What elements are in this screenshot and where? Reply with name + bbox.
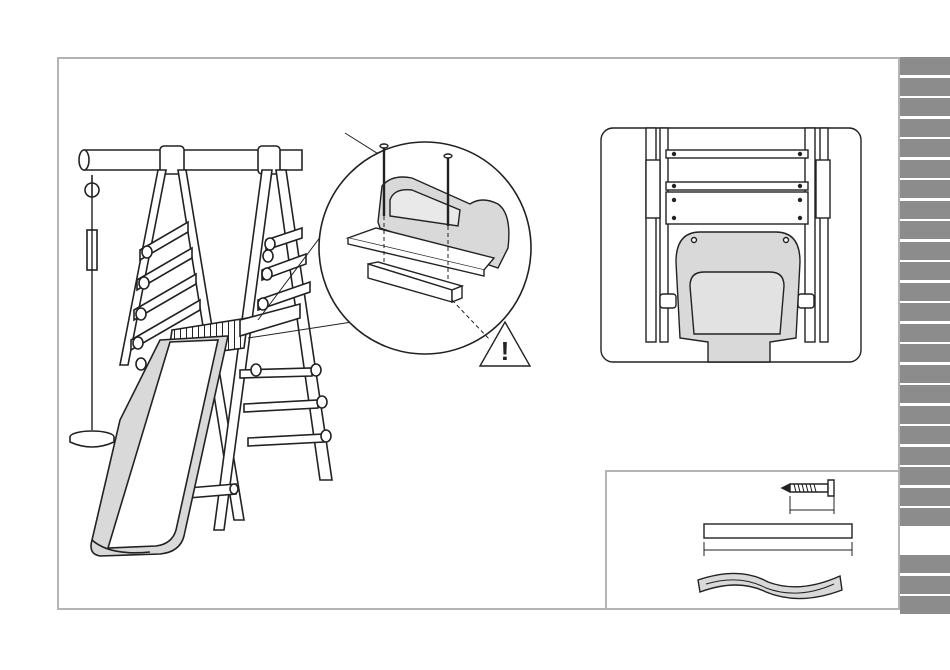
swing-seat [70,175,114,447]
top-view-panel [601,128,861,362]
detail-magnifier [319,142,531,354]
swing-set-drawing [70,146,332,556]
slide [91,336,228,556]
parts-box [606,471,900,610]
board-icon [704,524,852,556]
screw-icon [782,480,834,514]
slide-clamp-icon [698,573,842,598]
warning-symbol: ! [501,336,510,366]
